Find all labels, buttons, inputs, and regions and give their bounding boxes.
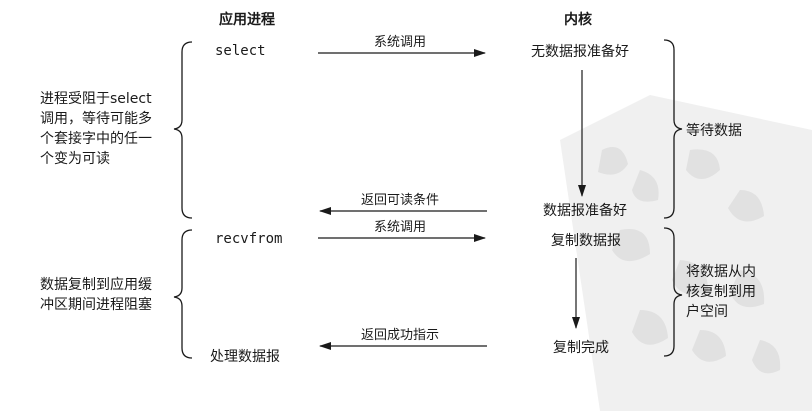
copy-datagram-label: 复制数据报: [551, 232, 621, 249]
select-call-label: select: [215, 43, 266, 59]
right-brace-copy-to-user: [663, 227, 683, 357]
left-brace-copy-block: [173, 229, 193, 359]
svg-text:户空间: 户空间: [686, 303, 728, 320]
app-process-header: 应用进程: [219, 11, 275, 28]
no-datagram-ready-label: 无数据报准备好: [531, 43, 629, 60]
svg-text:调用，等待可能多: 调用，等待可能多: [40, 110, 152, 127]
svg-text:进程受阻于select: 进程受阻于select: [40, 91, 152, 107]
svg-text:将数据从内: 将数据从内: [686, 264, 756, 280]
recvfrom-call-label: recvfrom: [215, 231, 282, 247]
syscall-label-1: 系统调用: [374, 35, 426, 50]
return-readable-label: 返回可读条件: [361, 192, 439, 208]
process-datagram-label: 处理数据报: [210, 349, 280, 365]
seal-watermark-icon: [560, 95, 812, 411]
note-copy-to-user-space: 将数据从内 核复制到用 户空间: [686, 264, 756, 320]
copy-complete-label: 复制完成: [553, 339, 609, 356]
svg-text:个变为可读: 个变为可读: [40, 150, 110, 167]
left-brace-select-wait: [173, 41, 193, 219]
kernel-header: 内核: [564, 11, 592, 28]
return-success-label: 返回成功指示: [361, 328, 439, 343]
svg-text:核复制到用: 核复制到用: [686, 283, 756, 300]
right-brace-wait-data: [663, 39, 683, 219]
svg-text:个套接字中的任一: 个套接字中的任一: [40, 130, 152, 147]
note-wait-for-data: 等待数据: [686, 122, 742, 139]
svg-text:等待数据: 等待数据: [686, 122, 742, 139]
datagram-ready-label: 数据报准备好: [543, 202, 627, 219]
note-blocked-in-select: 进程受阻于select 调用，等待可能多 个套接字中的任一 个变为可读: [40, 91, 152, 167]
svg-text:数据复制到应用缓: 数据复制到应用缓: [40, 276, 152, 293]
svg-text:冲区期间进程阻塞: 冲区期间进程阻塞: [40, 296, 152, 313]
syscall-label-2: 系统调用: [374, 220, 426, 235]
note-blocked-during-copy: 数据复制到应用缓 冲区期间进程阻塞: [40, 276, 152, 313]
